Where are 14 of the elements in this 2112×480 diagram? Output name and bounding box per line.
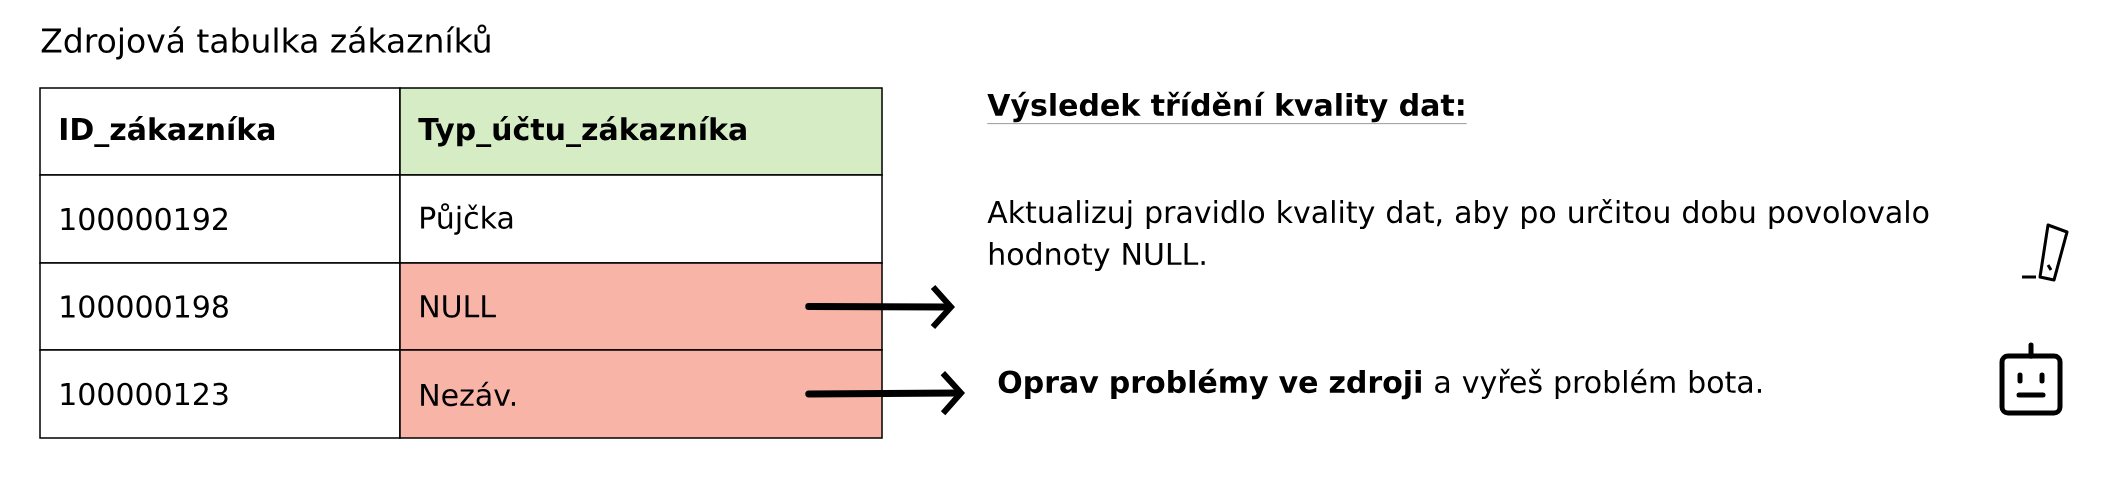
table-cell: 100000123 xyxy=(39,349,401,439)
arrow xyxy=(805,284,955,329)
table-cell: NULL xyxy=(399,262,883,351)
table-cell: 100000192 xyxy=(39,174,401,264)
result-text: Aktualizuj pravidlo kvality dat, aby po určitou dobu povolovalo hodnoty NULL. xyxy=(987,198,1929,272)
heading: Výsledek třídění kvality dat: xyxy=(987,91,1467,124)
table-cell: Typ_účtu_zákazníka xyxy=(399,87,883,176)
result-text: Oprav problémy ve zdroji a vyřeš problém bota. xyxy=(998,368,1761,400)
table-cell: Půjčka xyxy=(399,174,883,264)
table-cell: ID_zákazníka xyxy=(39,87,401,176)
table-title: Zdrojová tabulka zákazníků xyxy=(41,24,490,60)
arrow xyxy=(805,371,965,416)
table-cell: Nezáv. xyxy=(399,349,883,439)
table-cell: 100000198 xyxy=(39,262,401,351)
